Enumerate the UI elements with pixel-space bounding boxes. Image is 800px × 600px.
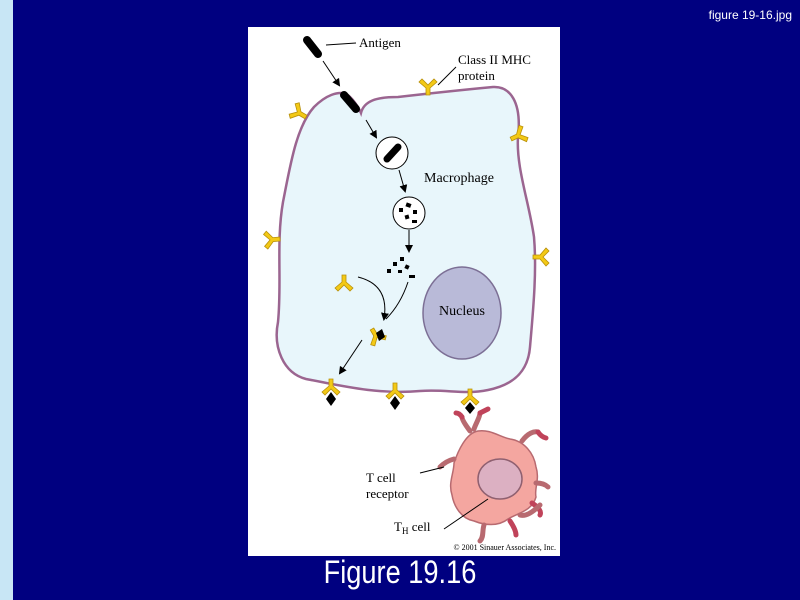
mhc-leader-line xyxy=(437,66,457,86)
tcr-leader-line xyxy=(419,466,445,474)
macrophage-cell xyxy=(275,85,537,394)
arrow-to-surface xyxy=(338,339,363,375)
macrophage-label: Macrophage xyxy=(424,171,494,186)
figure-panel: Nucleus Antigen Macrophage xyxy=(248,27,560,556)
antigen-engulfed xyxy=(340,91,360,113)
complex-binding-tcr xyxy=(460,388,480,414)
nucleus-label: Nucleus xyxy=(439,304,485,319)
file-name-label: figure 19-16.jpg xyxy=(708,8,792,22)
peptide-fragments xyxy=(387,257,415,278)
figure-caption: Figure 19.16 xyxy=(323,554,477,590)
antigen-label: Antigen xyxy=(359,35,401,50)
surface-mhc-protein xyxy=(262,229,282,250)
mhc-label-line2: protein xyxy=(458,68,495,83)
th-leader-line xyxy=(443,498,489,530)
arrow-to-degradation xyxy=(398,169,408,193)
t-cell-receptors xyxy=(437,406,551,544)
antigen-presentation-diagram: Nucleus Antigen Macrophage xyxy=(262,35,556,552)
arrow-endocytosis xyxy=(365,119,378,139)
antigen-fragments xyxy=(399,202,417,223)
tcr-label-line2: receptor xyxy=(366,486,409,501)
mhc-peptide-complex xyxy=(369,327,387,347)
mhc-label-line1: Class II MHC xyxy=(458,52,531,67)
arrow-mhc-to-complex xyxy=(357,276,389,321)
th-cell-label: TH cell xyxy=(394,519,431,536)
arrow-peptide-to-complex xyxy=(385,281,409,320)
macrophage-nucleus xyxy=(422,266,502,360)
degradation-vesicle xyxy=(392,196,426,230)
left-edge-band xyxy=(0,0,13,600)
antigen-leader-line xyxy=(325,42,357,46)
presented-complex xyxy=(385,382,405,410)
presented-complex xyxy=(321,378,341,406)
t-helper-nucleus xyxy=(477,458,523,500)
copyright-notice: © 2001 Sinauer Associates, Inc. xyxy=(453,543,556,552)
antigen xyxy=(303,36,322,58)
antigen-in-endosome xyxy=(383,143,402,163)
tcr-label-line1: T cell xyxy=(366,470,396,485)
arrow-uptake xyxy=(322,60,341,87)
